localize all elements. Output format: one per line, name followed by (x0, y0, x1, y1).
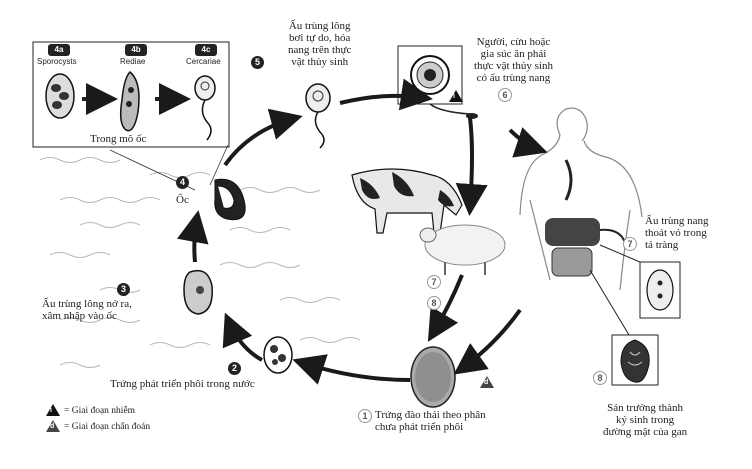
legend-diagnostic-icon: d (46, 420, 60, 432)
unembryonated-egg-figure (410, 346, 456, 408)
legend-infective-label: = Giai đoạn nhiễm (64, 406, 136, 416)
step-8-label: Sán trưởng thành ký sinh trong đường mật… (603, 402, 688, 438)
step-marker-8: 8 (593, 371, 607, 385)
step-marker-1: 1 (358, 409, 372, 423)
sporocyst-figure (45, 73, 75, 119)
redia-figure (119, 70, 140, 132)
legend-infective-icon: i (46, 404, 60, 416)
inset-tag-4b: 4b (125, 44, 147, 56)
step-marker-4: 4 (176, 176, 189, 189)
diagnostic-stage-triangle: d (480, 376, 494, 388)
inset-tag-4c: 4c (195, 44, 217, 56)
step-marker-2: 2 (228, 362, 241, 375)
step-1-label: Trứng đào thải theo phân chưa phát triển… (375, 409, 486, 433)
cercaria-figure (194, 75, 216, 141)
infective-stage-triangle: i (449, 90, 463, 102)
cow-figure (351, 168, 463, 234)
water-waves (39, 157, 361, 368)
step-2-label: Trứng phát triển phôi trong nước (110, 378, 255, 390)
inset-tag-4a: 4a (48, 44, 70, 56)
free-cercaria-figure (305, 83, 331, 149)
side-marker-7: 7 (427, 275, 441, 289)
step-3-label: Ấu trùng lông nở ra, xâm nhập vào ốc (42, 298, 132, 322)
step-5-label: Ấu trùng lông bơi tự do, hóa nang trên t… (288, 20, 352, 68)
inset-caption: Trong mô ốc (90, 133, 147, 145)
step-6-label: Người, cừu hoặc gia súc ăn phải thực vật… (474, 36, 553, 84)
step-marker-3: 3 (117, 283, 130, 296)
inset-label-sporocysts: Sporocysts (37, 57, 77, 66)
inset-label-cercariae: Cercariae (186, 57, 221, 66)
sheep-figure (419, 224, 506, 275)
step-7-label: Ấu trùng nang thoát vỏ trong tá tràng (645, 215, 709, 251)
step-marker-7: 7 (623, 237, 637, 251)
side-marker-8: 8 (427, 296, 441, 310)
cycle-arrows (176, 78, 548, 385)
inset-label-rediae: Rediae (120, 57, 146, 66)
step-4-label: Ốc (176, 194, 189, 206)
step-marker-6: 6 (498, 88, 512, 102)
legend-diagnostic-label: = Giai đoạn chẩn đoán (64, 422, 151, 432)
step-marker-5: 5 (251, 56, 264, 69)
snail-figure (214, 178, 246, 221)
digestive-tract-figure (545, 159, 627, 277)
embryonated-egg-figure (263, 336, 293, 374)
miracidium-figure (183, 269, 213, 315)
